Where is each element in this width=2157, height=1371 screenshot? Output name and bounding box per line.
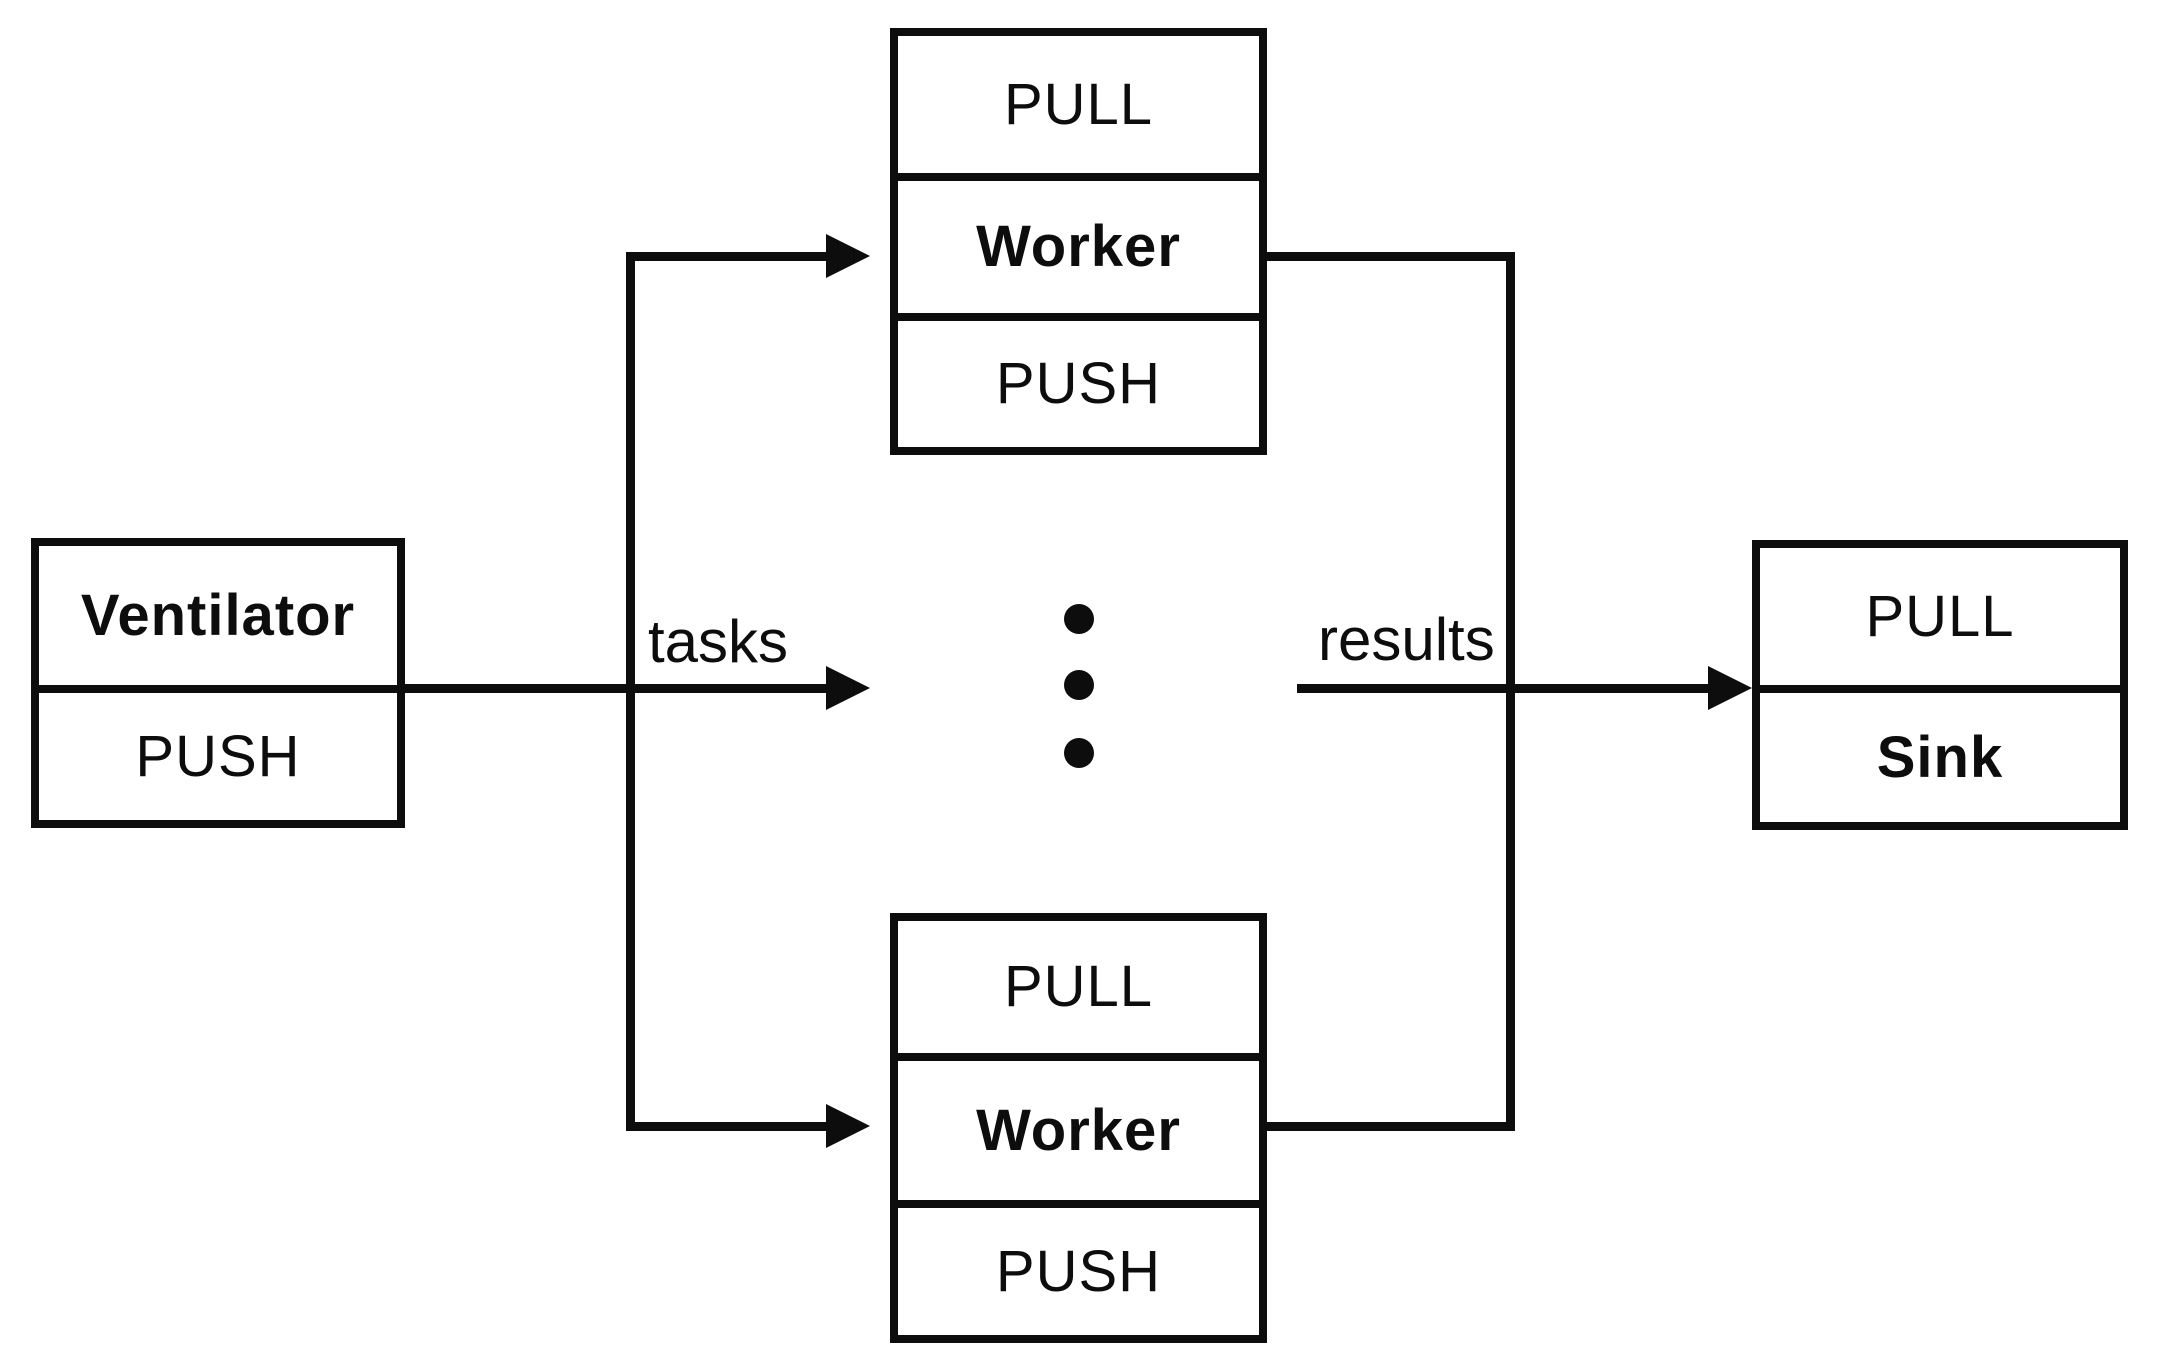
results-main-arrowhead-icon	[1708, 666, 1752, 710]
worker-bottom-pull-socket: PULL	[1003, 954, 1154, 1019]
tasks-bottom-arrowhead-icon	[826, 1104, 870, 1148]
results-main-line	[1297, 684, 1708, 693]
sink-pull-socket: PULL	[1865, 583, 2015, 649]
worker-bottom-title: Worker	[898, 1053, 1259, 1200]
worker-top-pull-socket: PULL	[1003, 71, 1154, 137]
worker-ellipsis-dot	[1064, 670, 1094, 700]
tasks-top-branch-line	[626, 252, 826, 261]
tasks-top-arrowhead-icon	[826, 234, 870, 278]
tasks-trunk-line	[626, 252, 635, 1131]
results-label: results	[1318, 606, 1495, 673]
ventilator-title: Ventilator	[80, 582, 356, 648]
worker-top-title: Worker	[898, 173, 1259, 313]
tasks-main-line	[405, 684, 826, 693]
ventilator-push-socket: PUSH	[39, 685, 397, 820]
worker-bottom-node: PULL Worker PUSH	[890, 913, 1267, 1343]
results-top-branch-line	[1267, 252, 1515, 261]
worker-top-node: PULL Worker PUSH	[890, 28, 1267, 455]
worker-ellipsis-dot	[1064, 738, 1094, 768]
worker-top-push-socket: PUSH	[898, 313, 1259, 447]
ventilator-node: Ventilator PUSH	[31, 538, 405, 828]
worker-bottom-push-socket: PUSH	[898, 1200, 1259, 1335]
tasks-bottom-branch-line	[626, 1122, 826, 1131]
tasks-label: tasks	[648, 608, 789, 675]
sink-title: Sink	[1760, 685, 2120, 822]
sink-node: PULL Sink	[1752, 540, 2128, 830]
results-bottom-branch-line	[1267, 1122, 1515, 1131]
worker-ellipsis-dot	[1064, 604, 1094, 634]
tasks-main-arrowhead-icon	[826, 666, 870, 710]
